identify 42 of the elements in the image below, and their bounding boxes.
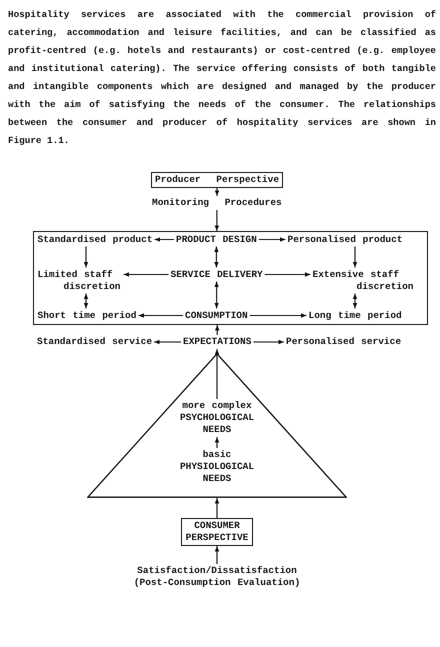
double-arrow: [214, 246, 219, 268]
outcome-label: Limited staff discretion: [36, 268, 124, 294]
outcome-label: Personalised service: [284, 335, 404, 349]
outcome-label: Personalised product: [286, 232, 405, 246]
outline-frame: [33, 231, 428, 325]
stage-label: CONSUMPTION: [183, 308, 250, 322]
stage-label: PRODUCT DESIGN: [174, 232, 259, 246]
needs-label: basic PHYSIOLOGICAL NEEDS: [177, 448, 257, 486]
needs-label: more complex PSYCHOLOGICAL NEEDS: [177, 399, 257, 437]
double-arrow: [352, 294, 358, 308]
outcome-label: Short time period: [36, 308, 138, 322]
arrow: [258, 237, 286, 242]
arrow: [264, 272, 310, 277]
double-arrow: [84, 294, 88, 308]
arrow: [214, 349, 220, 399]
stage-label: EXPECTATIONS: [181, 335, 254, 349]
arrow: [214, 498, 220, 518]
arrow: [250, 313, 306, 318]
perspective-box: Producer Perspective: [151, 172, 284, 188]
arrow: [352, 246, 358, 268]
arrow: [138, 313, 183, 318]
outcome-label: Standardised product: [36, 232, 155, 246]
arrow: [214, 546, 220, 564]
pyramid-triangle: [87, 353, 347, 498]
arrow: [214, 188, 220, 196]
stage-label: Monitoring Procedures: [150, 196, 284, 210]
arrow: [215, 325, 220, 335]
arrow: [154, 340, 181, 344]
outcome-label: Extensive staff discretion: [310, 268, 416, 294]
outcome-label: Standardised service: [35, 335, 154, 349]
arrow: [214, 210, 220, 231]
outcome-label: Long time period: [306, 308, 404, 322]
arrow: [154, 237, 174, 242]
arrow: [214, 437, 220, 448]
double-arrow: [214, 282, 219, 308]
intro-paragraph: Hospitality services are associated with the commercial provision of catering, accommodation and leisure facilities, and can be classified as profit-centred (e.g. hotels and restaurants) or cost-centred (e.g. employee and institutional catering). The service offering consists of both tangible and intangible components which are designed and managed by the producer with the aim of satisfying the needs of the consumer. The relationships between the consumer and producer of hospitality services are shown in Figure 1.1.: [8, 8, 436, 148]
arrow: [253, 340, 284, 344]
arrow: [124, 272, 168, 277]
evaluation-label: Satisfaction/Dissatisfaction (Post-Consumption Evaluation): [129, 564, 305, 590]
perspective-box: CONSUMER PERSPECTIVE: [181, 518, 253, 546]
stage-label: SERVICE DELIVERY: [168, 268, 265, 282]
arrow: [84, 246, 88, 268]
